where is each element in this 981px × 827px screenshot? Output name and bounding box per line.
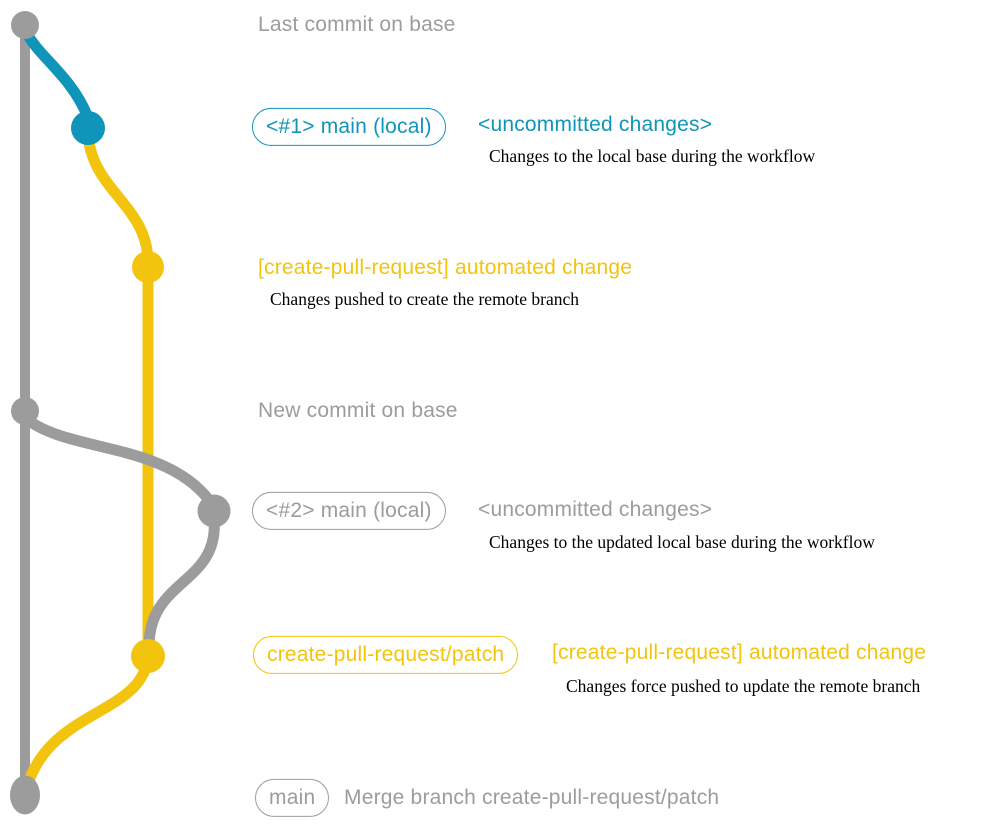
commit-node-automated-change-2 [131,639,165,673]
local-main-branch-line [20,26,93,121]
uncommitted-changes-1-description: Changes to the local base during the wor… [489,145,816,166]
last-commit-on-base-label: Last commit on base [258,12,456,36]
uncommitted-changes-1-label: <uncommitted changes> [478,112,713,136]
merge-branch-label: Merge branch create-pull-request/patch [344,785,720,809]
main-badge: main [255,778,330,818]
main-local-1-badge: <#1> main (local) [252,107,446,147]
commit-node-uncommitted-1 [71,111,105,145]
commit-node-automated-change-1 [132,251,164,283]
rebase-to-patch-line [143,512,220,654]
uncommitted-changes-2-description: Changes to the updated local base during… [489,531,875,552]
commit-node-uncommitted-2 [197,494,231,528]
automated-change-2-description: Changes force pushed to update the remot… [566,675,921,696]
automated-change-2-label: [create-pull-request] automated change [552,640,927,664]
new-commit-on-base-label: New commit on base [258,398,458,422]
uncommitted-changes-2-label: <uncommitted changes> [478,497,713,521]
automated-change-1-label: [create-pull-request] automated change [258,255,633,279]
patch-branch-badge: create-pull-request/patch [253,635,519,675]
commit-node-new-base [11,397,39,425]
main-local-2-badge: <#2> main (local) [252,491,446,531]
commit-node-merge [10,775,40,815]
automated-change-1-description: Changes pushed to create the remote bran… [270,288,580,309]
updated-local-main-line [22,414,215,506]
commit-node-last-base [11,11,39,39]
